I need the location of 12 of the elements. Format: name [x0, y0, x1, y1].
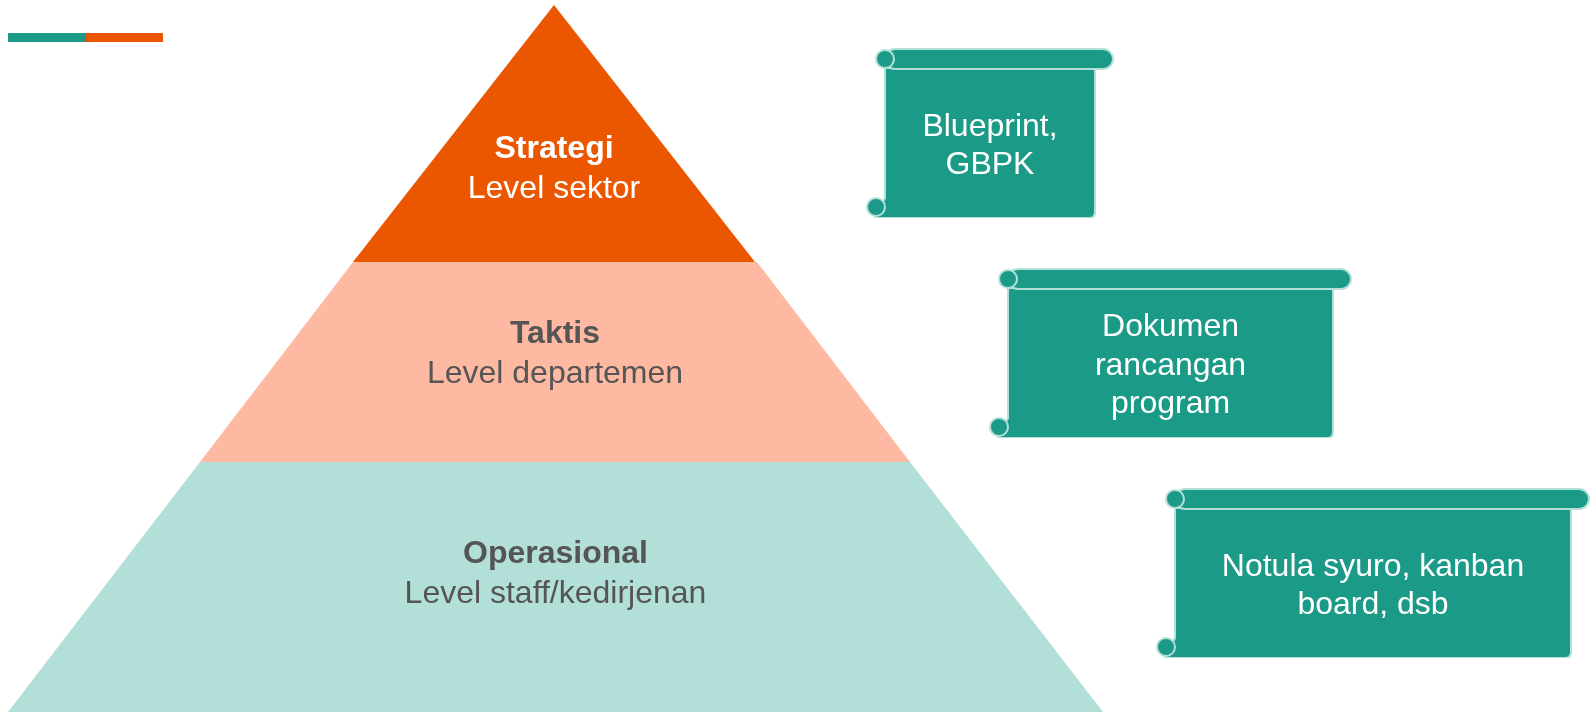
document-label: Blueprint, GBPK	[921, 105, 1059, 183]
level-title: Operasional	[463, 533, 648, 572]
level-description: Level departemen	[426, 353, 684, 392]
document-label: Notula syuro, kanban board, dsb	[1220, 545, 1526, 623]
pyramid-top-section	[353, 5, 755, 262]
pyramid-bottom-section	[8, 462, 1103, 712]
level-description: Level sektor	[467, 168, 641, 207]
level-title: Strategi	[494, 128, 614, 167]
document-label: Dokumen rancangan program	[1093, 306, 1248, 422]
pyramid-middle-section	[200, 262, 910, 462]
level-description: Level staff/kedirjenan	[404, 573, 707, 612]
level-title: Taktis	[509, 313, 601, 352]
